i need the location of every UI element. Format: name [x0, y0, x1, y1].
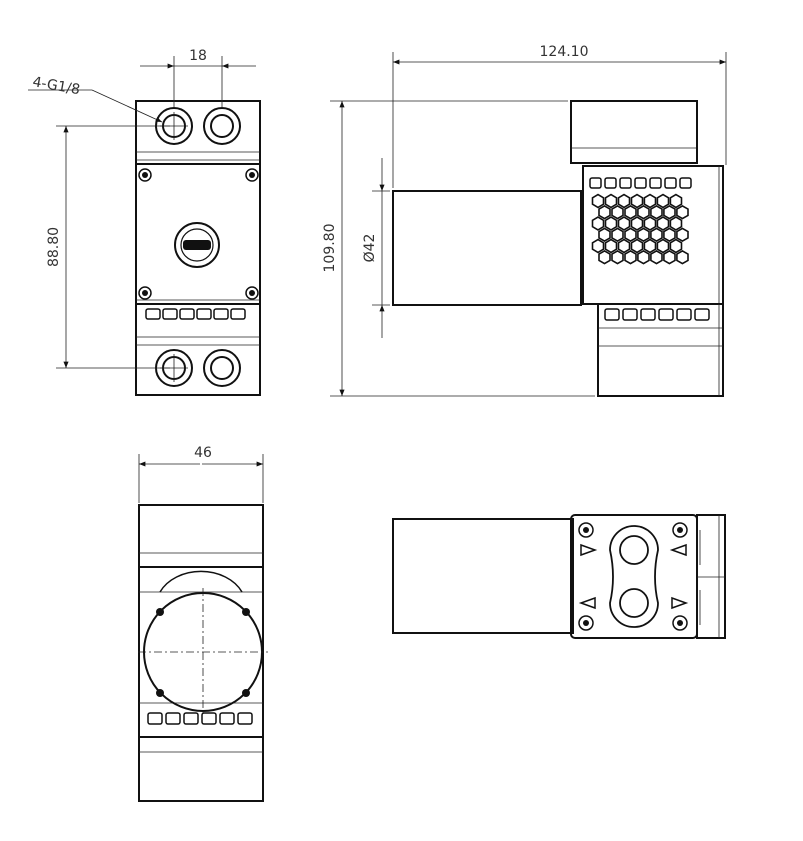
grille-cell — [591, 238, 605, 254]
flow-arrow-icon — [578, 543, 689, 610]
grille-cell — [637, 249, 650, 265]
grille-cell — [650, 204, 663, 220]
grille-cell — [611, 249, 624, 265]
dim-port-center-height: 88.80 — [46, 227, 62, 267]
grille-cell — [604, 238, 618, 254]
grille-cell — [676, 249, 689, 265]
dim-motor-diameter: Ø42 — [362, 234, 378, 263]
grille-cell — [643, 193, 657, 209]
grille-cell — [611, 204, 624, 220]
terminal-strip — [147, 712, 253, 725]
grille-cell — [637, 204, 650, 220]
honeycomb-grille — [591, 193, 689, 265]
grille-cell — [617, 238, 631, 254]
screw-icon — [156, 608, 250, 697]
grille-cell — [637, 227, 650, 243]
dim-port-spacing: 18 — [189, 48, 207, 64]
grille-cell — [630, 216, 644, 231]
grille-cell — [663, 249, 676, 265]
dim-port-callout: 4-G1/8 — [31, 74, 81, 98]
grille-cell — [676, 227, 689, 243]
dim-overall-length: 124.10 — [540, 44, 589, 60]
grille-cell — [611, 227, 624, 243]
grille-cell — [624, 204, 637, 220]
grille-cell — [650, 249, 663, 265]
port-icon — [155, 107, 241, 387]
front-view: 18 4-G1/8 88.80 — [28, 48, 261, 396]
screw-icon — [578, 522, 688, 631]
grille-cell — [650, 227, 663, 243]
grille-cell — [643, 238, 657, 254]
grille-cell — [669, 193, 683, 209]
grille-cell — [630, 238, 644, 254]
grille-cell — [656, 216, 670, 231]
grille-cell — [630, 193, 644, 209]
dim-overall-height: 109.80 — [322, 224, 338, 273]
grille-cell — [598, 249, 611, 265]
grille-cell — [656, 193, 670, 209]
grille-cell — [656, 238, 670, 254]
screw-icon — [138, 168, 259, 300]
terminal-strip — [604, 308, 710, 321]
grille-cell — [624, 227, 637, 243]
port-icon — [609, 525, 659, 628]
grille-cell — [617, 216, 631, 231]
grille-cell — [604, 193, 618, 209]
dim-width: 46 — [194, 445, 212, 461]
vent-slots — [589, 177, 692, 189]
top-view: 46 — [138, 445, 268, 802]
grille-cell — [617, 193, 631, 209]
terminal-strip — [145, 308, 246, 320]
grille-cell — [669, 238, 683, 254]
logo-emblem — [174, 222, 220, 268]
grille-cell — [663, 204, 676, 220]
bottom-view — [392, 514, 726, 639]
grille-cell — [598, 204, 611, 220]
grille-cell — [643, 216, 657, 231]
side-view: 124.10 109.80 Ø42 — [322, 44, 727, 397]
grille-cell — [676, 204, 689, 220]
grille-cell — [591, 193, 605, 209]
grille-cell — [663, 227, 676, 243]
grille-cell — [624, 249, 637, 265]
grille-cell — [591, 216, 605, 231]
grille-cell — [604, 216, 618, 231]
grille-cell — [598, 227, 611, 243]
grille-cell — [669, 216, 683, 231]
